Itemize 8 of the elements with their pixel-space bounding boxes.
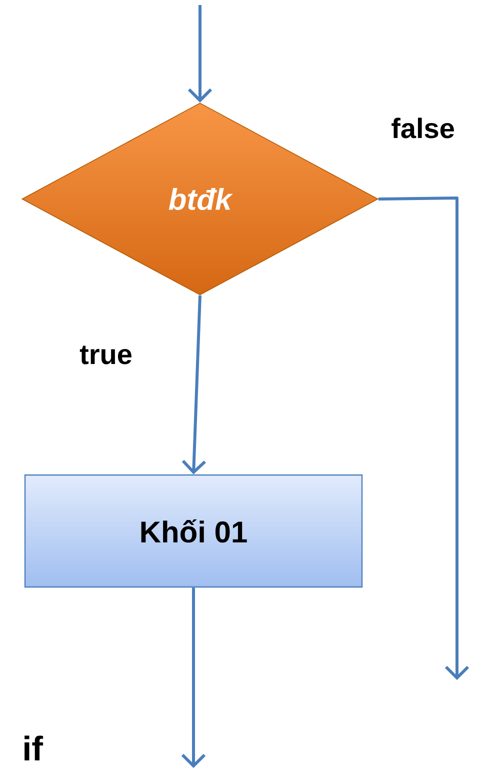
arrow bbox=[378, 196, 470, 680]
arrow bbox=[182, 295, 206, 474]
edge-label: true bbox=[80, 346, 132, 364]
arrow bbox=[181, 588, 206, 768]
process-box: Khối 01 bbox=[24, 474, 363, 588]
caption-label: if bbox=[24, 736, 44, 760]
edge-label: false bbox=[392, 118, 454, 138]
arrow bbox=[188, 5, 212, 103]
